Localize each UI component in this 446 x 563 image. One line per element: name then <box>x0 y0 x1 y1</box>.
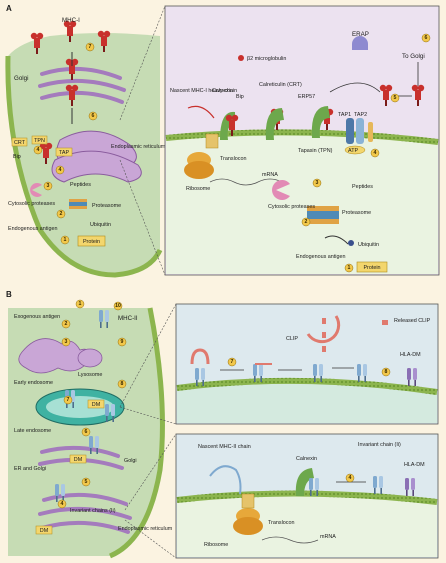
inset-dm-label-late: DM <box>92 402 101 408</box>
inset-lysosome-label: Lysosome <box>78 372 102 378</box>
inset-invariant-label: Invariant chains (Ii) <box>70 508 116 514</box>
inset-early-endosome-label: Early endosome <box>14 380 53 386</box>
detail-protein-label: Protein <box>363 265 380 271</box>
svg-text:4: 4 <box>349 475 352 481</box>
detail-protein-box <box>356 261 388 273</box>
step-badges-b-bottom: 4 <box>345 473 355 483</box>
detail-released-clip-label: Released CLIP <box>394 318 431 324</box>
detail-b-ribosome-label: Ribosome <box>204 542 228 548</box>
svg-text:7: 7 <box>67 397 70 403</box>
panel-b-letter: B <box>6 290 12 299</box>
inset-crt-label: CRT <box>14 140 26 146</box>
step-badges-b-inset: 1 2 3 10 9 8 7 6 5 4 <box>57 299 127 509</box>
svg-text:8: 8 <box>385 369 388 375</box>
protein-label: Protein <box>83 239 100 245</box>
detail-bip-label: Bip <box>236 94 244 100</box>
detail-tap2-label: TAP2 <box>354 112 367 118</box>
svg-text:4: 4 <box>61 501 64 507</box>
detail-clip-label: CLIP <box>286 336 298 342</box>
svg-text:4: 4 <box>37 147 40 153</box>
inset-bip-label: Bip <box>13 154 21 160</box>
panel-a-detail: Protein β2 microglobulin ERAP To Golgi N… <box>164 5 440 276</box>
panel-a-cell-inset: Protein MHC-I Golgi CRT TPN Bip TAP Endo… <box>5 17 166 278</box>
panel-b-cell-inset: DM DM DM Exogenous antigen Early endosom… <box>8 299 173 559</box>
detail-proteasome-label: Proteasome <box>342 210 371 216</box>
panel-b-detail-bottom: Nascent MHC-II chain Calnexin Invariant … <box>175 433 439 559</box>
svg-text:7: 7 <box>89 44 92 50</box>
detail-nascent-label: Nascent MHC-I heavy chain <box>170 88 237 94</box>
svg-text:1: 1 <box>348 265 351 271</box>
inset-ubiquitin-label: Ubiquitin <box>90 222 111 228</box>
detail-b-translocon-label: Translocon <box>268 520 294 526</box>
detail-b-mrna-label: mRNA <box>320 534 336 540</box>
detail-hla-dm-top-label: HLA-DM <box>400 352 421 358</box>
inset-mhc2-label: MHC-II <box>118 315 138 322</box>
svg-text:4: 4 <box>59 167 62 173</box>
inset-mhc1-label: MHC-I <box>62 17 80 24</box>
svg-text:9: 9 <box>121 339 124 345</box>
detail-erap-label: ERAP <box>352 31 369 38</box>
detail-translocon-label: Translocon <box>220 156 246 162</box>
detail-b2m-label: β2 microglobulin <box>247 56 286 62</box>
inset-er-golgi-label: ER and Golgi <box>14 466 46 472</box>
inset-golgi-label: Golgi <box>14 75 28 82</box>
inset-dm-label-er: DM <box>40 528 49 534</box>
detail-b-invariant-label: Invariant chain (Ii) <box>358 442 401 448</box>
detail-mrna-label: mRNA <box>262 172 278 178</box>
inset-dm-label-golgi: DM <box>74 457 83 463</box>
detail-cytosolic-proteases-label: Cytosolic proteases <box>268 204 315 210</box>
svg-text:4: 4 <box>374 150 377 156</box>
svg-text:3: 3 <box>47 183 50 189</box>
svg-text:10: 10 <box>115 303 121 309</box>
svg-text:6: 6 <box>92 113 95 119</box>
detail-endogenous-antigen-label: Endogenous antigen <box>296 254 345 260</box>
step-badges-a-inset: 7 6 4 3 2 1 4 <box>33 42 98 245</box>
inset-er-label-b: Endoplasmic reticulum <box>118 526 173 532</box>
detail-crt-label: Calreticulin (CRT) <box>259 82 302 88</box>
inset-golgi-label-b: Golgi <box>124 458 137 464</box>
svg-text:2: 2 <box>305 219 308 225</box>
detail-calnexin-label: Calnexin <box>212 88 233 94</box>
svg-text:2: 2 <box>60 211 63 217</box>
detail-ribosome-label: Ribosome <box>186 186 210 192</box>
svg-text:5: 5 <box>85 479 88 485</box>
detail-ubiquitin-label: Ubiquitin <box>358 242 379 248</box>
svg-text:6: 6 <box>425 35 428 41</box>
detail-peptides-label: Peptides <box>352 184 373 190</box>
detail-to-golgi-label: To Golgi <box>402 53 425 60</box>
detail-b-hla-dm-label: HLA-DM <box>404 462 425 468</box>
inset-proteasome-label: Proteasome <box>92 203 121 209</box>
inset-late-endosome-label: Late endosome <box>14 428 51 434</box>
detail-b-nascent-label: Nascent MHC-II chain <box>198 444 251 450</box>
svg-text:8: 8 <box>121 381 124 387</box>
detail-b-calnexin-label: Calnexin <box>296 456 317 462</box>
svg-text:1: 1 <box>79 301 82 307</box>
inset-er-label: Endoplasmic reticulum <box>111 144 166 150</box>
svg-text:7: 7 <box>231 359 234 365</box>
svg-text:2: 2 <box>65 321 68 327</box>
svg-text:3: 3 <box>316 180 319 186</box>
svg-text:5: 5 <box>394 95 397 101</box>
detail-atp-label: ATP <box>348 148 358 154</box>
svg-text:3: 3 <box>65 339 68 345</box>
panel-a-letter: A <box>6 4 12 13</box>
inset-cytosolic-proteases-label: Cytosolic proteases <box>8 201 55 207</box>
inset-tpn-label: TPN <box>34 138 45 144</box>
panel-b-detail-top: CLIP Released CLIP HLA-DM 7 8 <box>175 303 439 425</box>
svg-text:6: 6 <box>85 429 88 435</box>
step-badges-a-detail: 6 5 4 3 2 1 <box>301 33 431 273</box>
detail-tap1-label: TAP1 <box>338 112 351 118</box>
step-badges-b-top: 7 8 <box>227 357 391 377</box>
inset-tap-label: TAP <box>59 150 69 156</box>
protein-box <box>77 235 106 247</box>
svg-text:1: 1 <box>64 237 67 243</box>
inset-peptides-label: Peptides <box>70 182 91 188</box>
inset-endogenous-antigen-label: Endogenous antigen <box>8 226 57 232</box>
detail-tapasin-label: Tapasin (TPN) <box>298 148 333 154</box>
detail-erp57-label: ERP57 <box>298 94 315 100</box>
inset-exogenous-antigen-label: Exogenous antigen <box>14 314 60 320</box>
